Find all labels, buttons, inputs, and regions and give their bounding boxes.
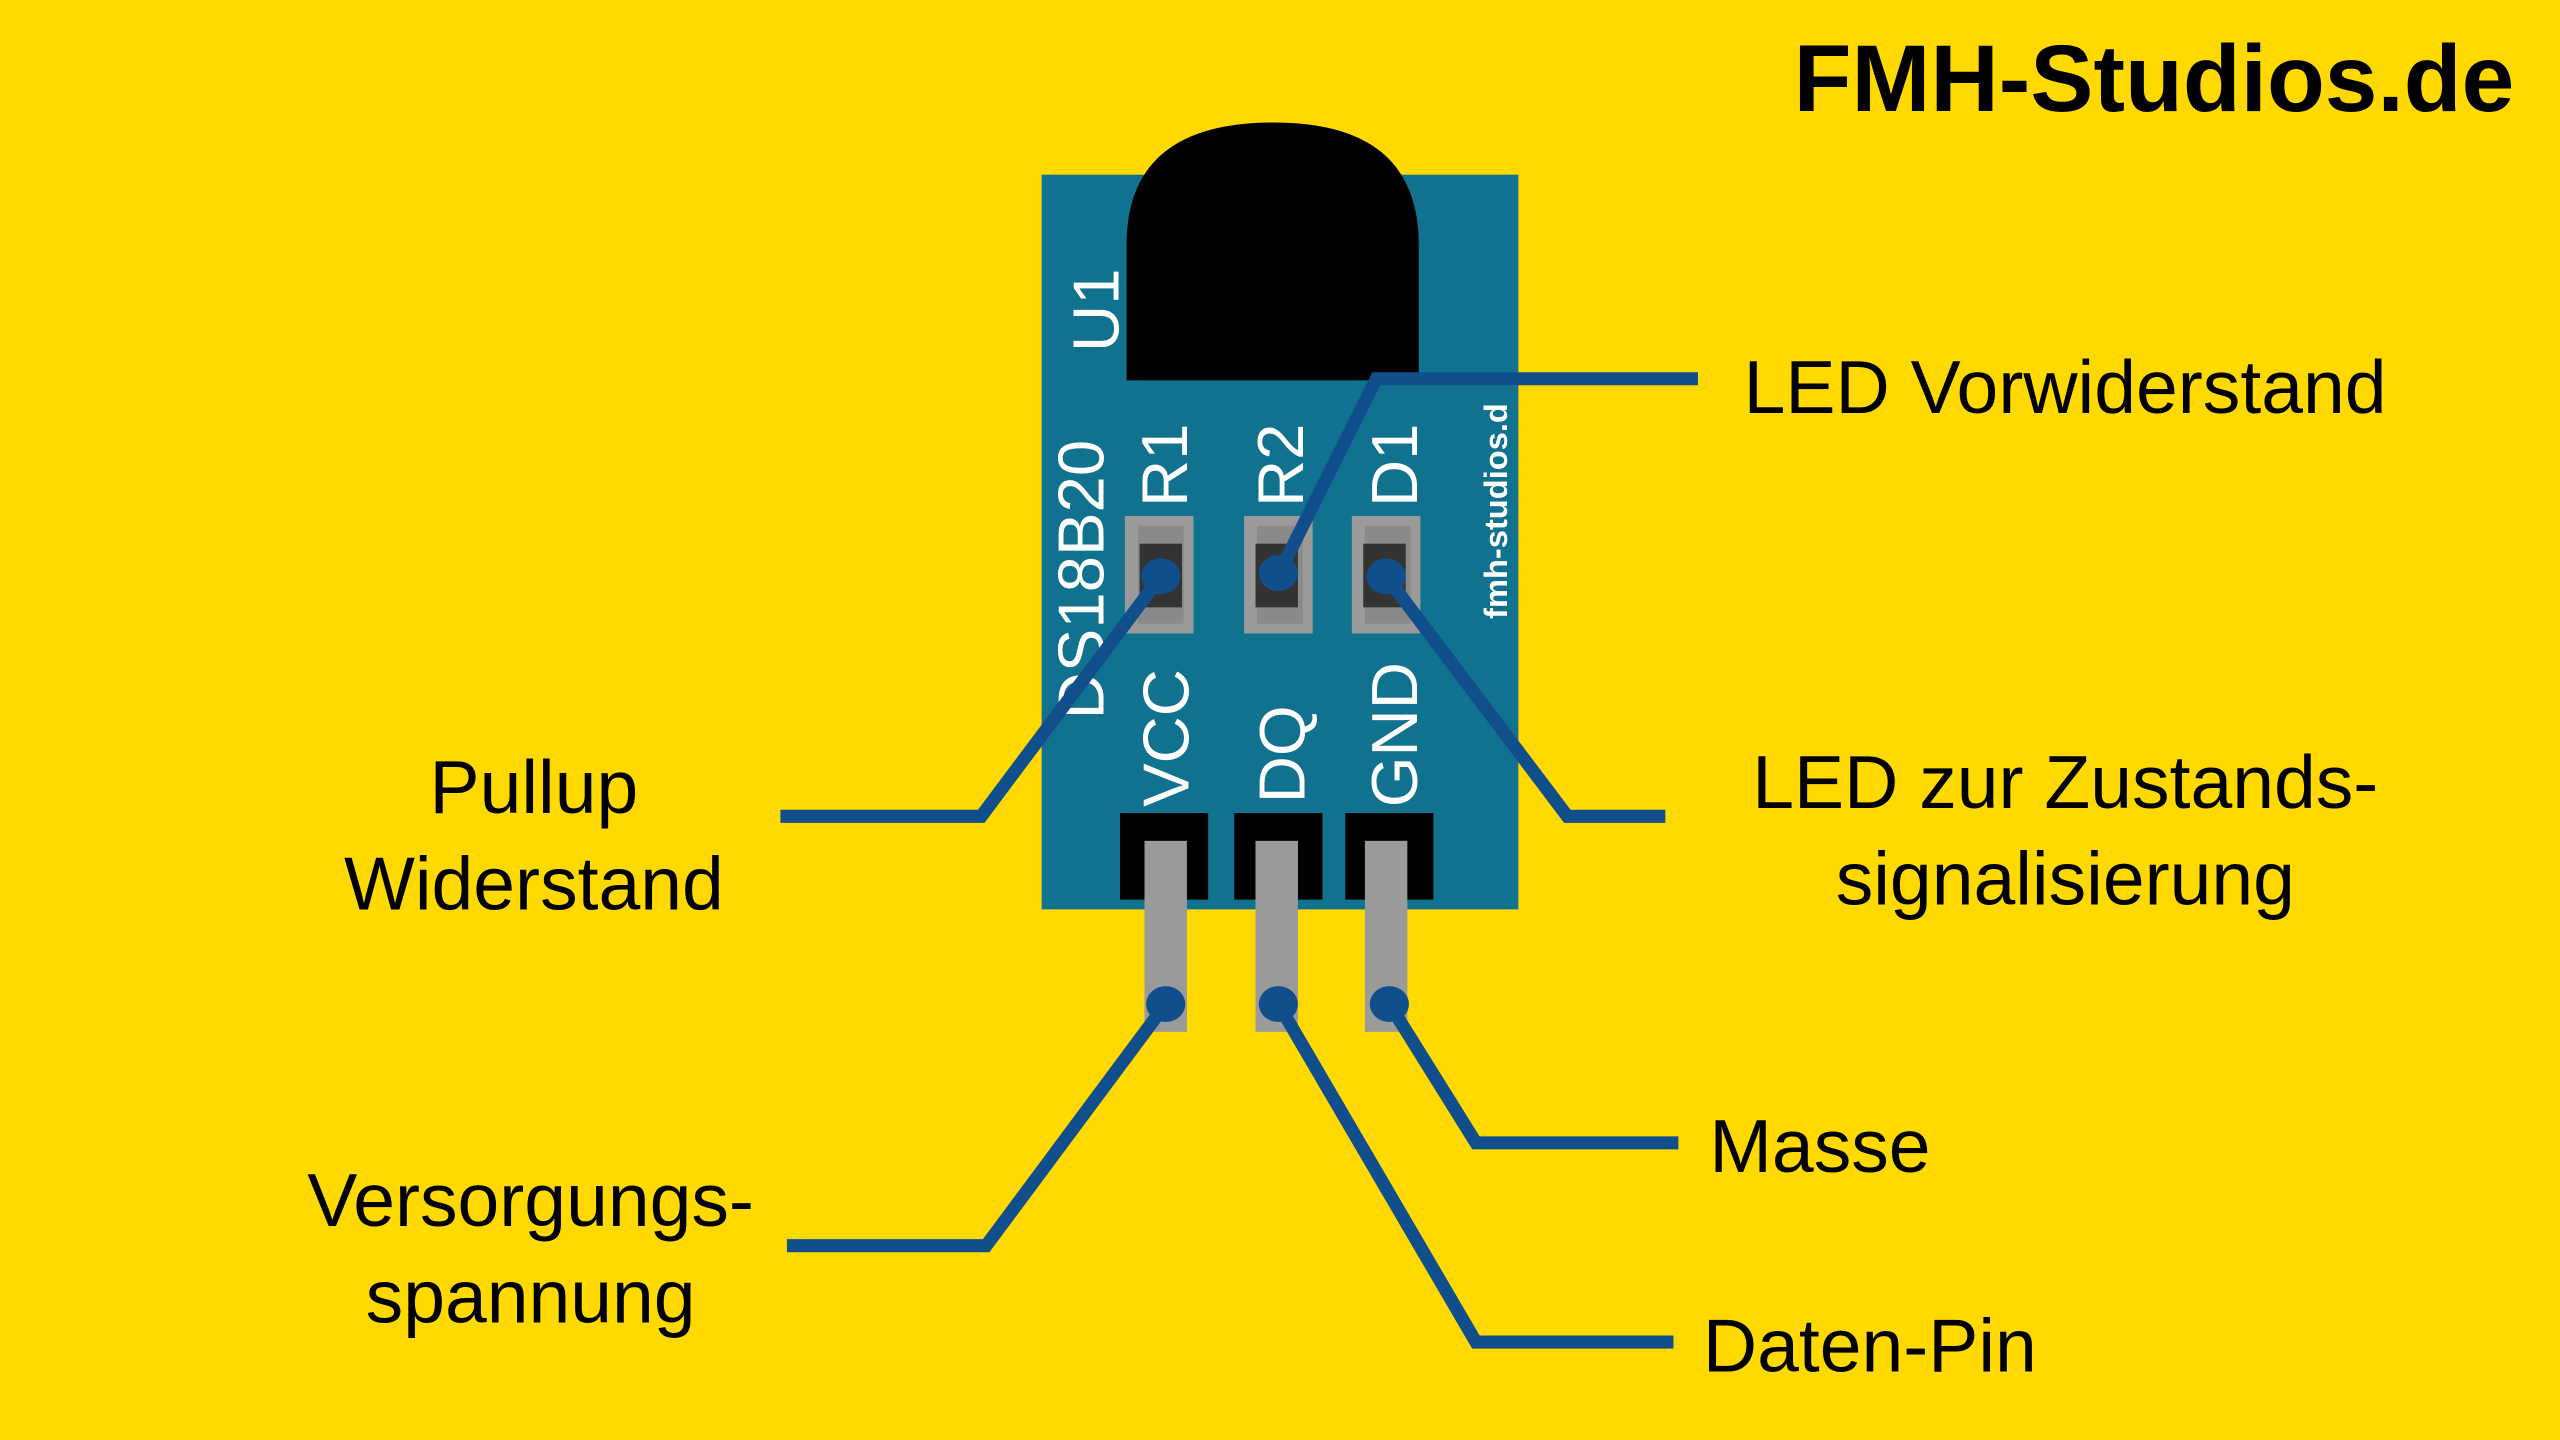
vcc-label: VCC	[1130, 669, 1203, 807]
dot-vcc	[1146, 986, 1186, 1023]
wire-pullup	[780, 572, 1167, 823]
pullup-label-1: Pullup	[430, 745, 639, 829]
r2-label: R2	[1244, 424, 1317, 507]
chip-label: U1	[1059, 268, 1132, 351]
supply-label-2: spannung	[366, 1254, 696, 1338]
gnd-label: GND	[1358, 662, 1431, 807]
wire-led-status	[1380, 572, 1666, 823]
dot-d1	[1366, 558, 1406, 595]
dot-dq	[1258, 986, 1298, 1023]
supply-label-1: Versorgungs-	[307, 1158, 754, 1242]
dot-gnd	[1369, 986, 1409, 1023]
led-resistor-label: LED Vorwiderstand	[1744, 345, 2387, 429]
wire-led-resistor	[1272, 372, 1698, 578]
ground-label: Masse	[1709, 1104, 1930, 1188]
led-status-label-2: signalisierung	[1836, 836, 2295, 920]
d1-label: D1	[1358, 424, 1431, 507]
r1-label: R1	[1128, 424, 1201, 507]
led-status-label-1: LED zur Zustands-	[1752, 740, 2378, 824]
dot-r1	[1141, 558, 1181, 595]
sensor-chip	[1126, 122, 1419, 381]
pullup-label-2: Widerstand	[344, 841, 724, 925]
brand-title: FMH-Studios.de	[1794, 26, 2515, 132]
wire-ground	[1383, 1000, 1679, 1150]
dot-r2	[1258, 555, 1298, 592]
wire-data	[1272, 1000, 1674, 1349]
leader-lines	[780, 372, 1698, 1349]
wire-supply	[786, 1000, 1171, 1253]
url-label: fmh-studios.d	[1477, 403, 1514, 619]
data-pin-label: Daten-Pin	[1703, 1303, 2037, 1387]
smd-d1: D1	[1351, 424, 1431, 634]
dq-label: DQ	[1245, 705, 1318, 803]
